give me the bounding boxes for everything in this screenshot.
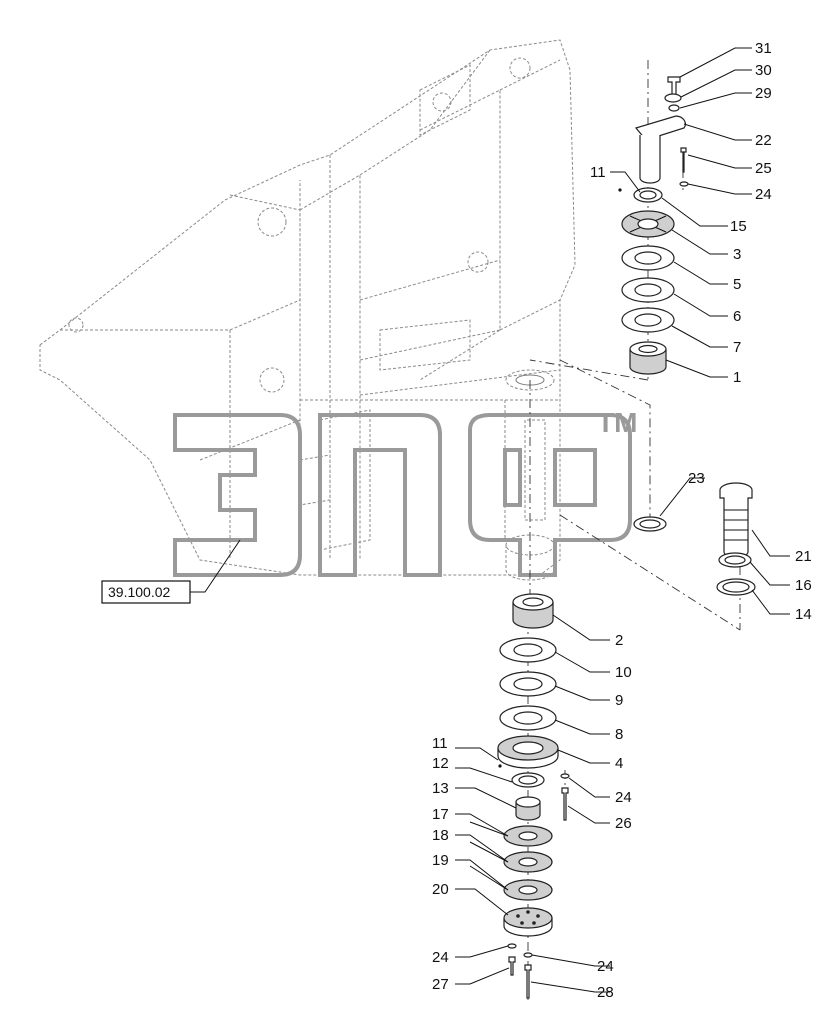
screw-31-part <box>667 76 681 97</box>
washer-24d-part <box>523 952 533 958</box>
spacer-29-part <box>668 104 680 112</box>
callout-31: 31 <box>755 40 772 57</box>
callout-20: 20 <box>432 881 449 898</box>
washer-24a-part <box>679 181 689 187</box>
callout-3: 3 <box>733 246 741 263</box>
callout-21: 21 <box>795 548 812 565</box>
watermark-logo: TM <box>173 407 637 577</box>
bolt-27-part <box>508 956 516 976</box>
callout-17: 17 <box>432 806 449 823</box>
callout-9: 9 <box>615 692 623 709</box>
callout-26: 26 <box>615 815 632 832</box>
reference-box[interactable]: 39.100.02 <box>101 580 191 604</box>
callout-11b-dot <box>498 764 502 768</box>
callout-11a: 11 <box>590 164 606 181</box>
callout-15: 15 <box>730 218 747 235</box>
callout-7: 7 <box>733 339 741 356</box>
leader-lines <box>190 47 790 993</box>
callout-4: 4 <box>615 755 623 772</box>
callout-11b: 11 <box>432 735 448 752</box>
callout-5: 5 <box>733 276 741 293</box>
washer-24b-part <box>560 773 570 779</box>
callout-10: 10 <box>615 664 632 681</box>
right-pin-group <box>716 482 756 596</box>
washer-30-part <box>664 93 682 103</box>
plate-18-part <box>503 851 553 873</box>
callout-25: 25 <box>755 160 772 177</box>
callout-27: 27 <box>432 976 449 993</box>
chassis-frame <box>39 39 576 581</box>
bolt-25-part <box>680 147 687 173</box>
upper-pin-stack <box>621 76 689 375</box>
callout-24d: 24 <box>597 958 614 975</box>
callout-24b: 24 <box>615 789 632 806</box>
seal-23-group <box>633 516 667 532</box>
plate-17-part <box>503 825 553 847</box>
callout-24c: 24 <box>432 949 449 966</box>
plate-19-part <box>503 879 553 901</box>
callout-28: 28 <box>597 984 614 1001</box>
callout-19: 19 <box>432 852 449 869</box>
reference-label: 39.100.02 <box>108 584 170 600</box>
callout-13: 13 <box>432 780 449 797</box>
callout-6: 6 <box>733 308 741 325</box>
pin-plate-22-part <box>634 115 686 141</box>
lower-pin-stack <box>497 593 570 999</box>
callout-30: 30 <box>755 62 772 79</box>
callout-1: 1 <box>733 369 741 386</box>
callout-11a-dot <box>618 188 622 192</box>
callout-16: 16 <box>795 577 812 594</box>
callout-23: 23 <box>688 470 705 487</box>
pin-22-part <box>639 135 661 184</box>
callout-2: 2 <box>615 632 623 649</box>
callout-22: 22 <box>755 132 772 149</box>
callout-29: 29 <box>755 85 772 102</box>
bolt-28-part <box>524 964 532 999</box>
bolt-26-part <box>561 787 569 821</box>
callout-labels: 31 30 29 22 25 24 11 15 3 5 6 7 1 23 21 … <box>432 40 812 1001</box>
trademark-text: TM <box>597 407 637 438</box>
callout-24a: 24 <box>755 186 772 203</box>
callout-18: 18 <box>432 827 449 844</box>
callout-12: 12 <box>432 755 449 772</box>
washer-24c-part <box>507 943 517 949</box>
callout-8: 8 <box>615 726 623 743</box>
callout-14: 14 <box>795 606 812 623</box>
